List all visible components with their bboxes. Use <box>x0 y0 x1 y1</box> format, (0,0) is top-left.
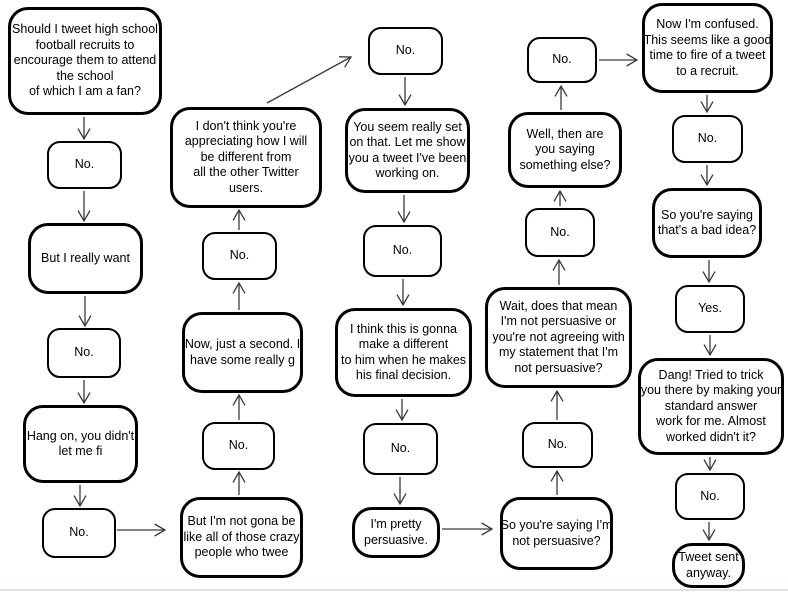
arrow-no-3-to-not-gona-be-crazy <box>117 523 167 537</box>
arrow-no-11-to-wait-does-that-mean <box>550 389 564 420</box>
arrow-now-just-a-second-to-no-4 <box>232 281 246 310</box>
flowchart-node-now-just-a-second: Now, just a second. I have some really g <box>182 312 303 393</box>
arrow-not-gona-be-crazy-to-no-5 <box>232 470 246 495</box>
flowchart-node-im-pretty-persuasive: I'm pretty persuasive. <box>352 507 440 558</box>
arrow-no-8-to-im-pretty-persuasive <box>393 477 407 506</box>
arrow-think-make-different-to-no-8 <box>395 399 409 422</box>
arrow-well-then-saying-else-to-no-9 <box>554 84 568 110</box>
flowchart-node-hang-on: Hang on, you didn't let me fi <box>23 405 138 483</box>
flowchart-node-no-7: No. <box>363 225 442 277</box>
arrow-start-question-to-no-1 <box>77 117 91 141</box>
bottom-divider <box>0 589 788 591</box>
flowchart-node-not-gona-be-crazy: But I'm not gona be like all of those cr… <box>180 497 303 578</box>
arrow-dang-tried-to-trick-to-no-13 <box>703 457 717 472</box>
flowchart-node-dont-think-appreciating: I don't think you're appreciating how I … <box>170 107 322 208</box>
flowchart-node-yes-1: Yes. <box>675 285 745 333</box>
flowchart-node-now-im-confused: Now I'm confused. This seems like a good… <box>642 3 773 93</box>
flowchart-node-dang-tried-to-trick: Dang! Tried to trick you there by making… <box>638 358 784 455</box>
arrow-dont-think-appreciating-to-no-6 <box>266 56 353 104</box>
arrow-now-im-confused-to-no-12 <box>700 95 714 114</box>
arrow-saying-bad-idea-to-yes-1 <box>702 260 716 284</box>
arrow-no-10-to-well-then-saying-else <box>553 189 567 206</box>
flowchart-node-no-12: No. <box>672 115 743 163</box>
arrow-but-i-really-want-to-no-2 <box>78 296 92 328</box>
flowchart-node-well-then-saying-else: Well, then are you saying something else… <box>508 112 622 188</box>
arrow-no-13-to-tweet-sent-anyway <box>702 522 716 542</box>
flowchart-node-start-question: Should I tweet high school football recr… <box>8 7 162 115</box>
flowchart-node-saying-bad-idea: So you're saying that's a bad idea? <box>652 188 762 258</box>
flowchart-node-wait-does-that-mean: Wait, does that mean I'm not persuasive … <box>485 287 632 388</box>
arrow-no-7-to-think-make-different <box>396 279 410 307</box>
flowchart-node-no-1: No. <box>47 141 122 189</box>
flowchart-node-no-4: No. <box>202 232 277 280</box>
arrow-no-6-to-you-seem-really-set <box>398 77 412 107</box>
arrow-no-1-to-but-i-really-want <box>77 191 91 223</box>
flowchart-node-you-seem-really-set: You seem really set on that. Let me show… <box>345 108 470 193</box>
arrow-no-9-to-now-im-confused <box>599 53 639 67</box>
arrow-im-pretty-persuasive-to-saying-im-not-persuasive <box>442 522 494 536</box>
arrow-no-2-to-hang-on <box>77 380 91 405</box>
flowchart-node-no-9: No. <box>527 37 597 83</box>
flowchart-node-no-2: No. <box>47 328 121 378</box>
arrow-hang-on-to-no-3 <box>73 485 87 508</box>
flowchart-node-no-11: No. <box>522 422 593 468</box>
arrow-no-4-to-dont-think-appreciating <box>232 208 246 230</box>
flowchart-node-no-5: No. <box>202 422 275 470</box>
flowchart-node-no-8: No. <box>363 423 438 475</box>
arrow-you-seem-really-set-to-no-7 <box>397 195 411 224</box>
flowchart-node-no-3: No. <box>42 508 116 558</box>
arrow-no-12-to-saying-bad-idea <box>700 165 714 187</box>
arrow-yes-1-to-dang-tried-to-trick <box>703 335 717 357</box>
flowchart-node-but-i-really-want: But I really want <box>28 223 143 294</box>
arrow-no-5-to-now-just-a-second <box>232 393 246 420</box>
flowchart-node-think-make-different: I think this is gonna make a different t… <box>335 308 472 397</box>
flowchart-node-no-6: No. <box>368 27 443 75</box>
flowchart-node-no-10: No. <box>525 208 595 257</box>
arrow-wait-does-that-mean-to-no-10 <box>552 258 566 285</box>
flowchart-node-saying-im-not-persuasive: So you're saying I'm not persuasive? <box>500 497 613 570</box>
flowchart-node-tweet-sent-anyway: Tweet sent anyway. <box>672 543 745 588</box>
arrow-saying-im-not-persuasive-to-no-11 <box>550 469 564 495</box>
flowchart-node-no-13: No. <box>675 473 745 520</box>
